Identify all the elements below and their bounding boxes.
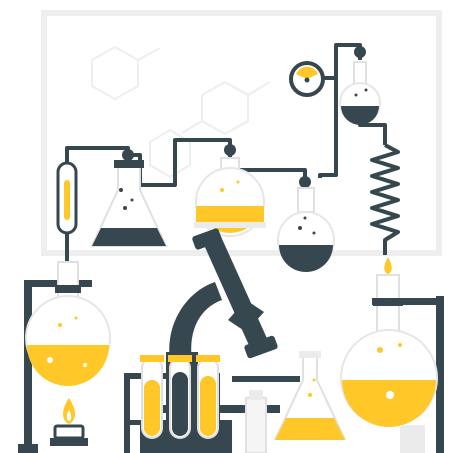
gauge-icon xyxy=(289,61,336,97)
test-tube-icon xyxy=(140,355,220,439)
thermometer-icon xyxy=(56,161,78,262)
droplet-icon xyxy=(384,257,392,274)
flask-icon xyxy=(270,351,350,453)
flask-icon xyxy=(340,274,438,453)
flask-icon xyxy=(277,187,335,272)
burner-icon xyxy=(50,398,88,446)
molecule-sketch-icon xyxy=(91,45,271,179)
flask-icon xyxy=(90,160,168,247)
flask-icon xyxy=(194,157,266,237)
bottle-icon xyxy=(245,390,267,453)
tube-connector-icon xyxy=(122,46,366,188)
ring-stand-right xyxy=(372,296,444,453)
flask-icon xyxy=(25,261,111,386)
flask-icon xyxy=(339,61,381,125)
coil-condenser-icon xyxy=(370,143,400,255)
